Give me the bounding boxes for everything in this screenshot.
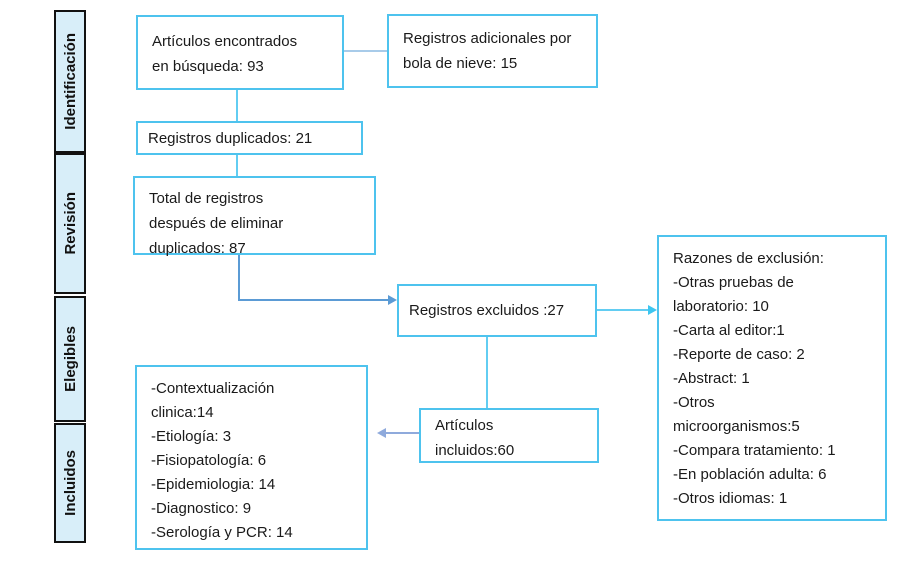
stage-identificacion-label: Identificación [61,33,79,130]
stage-incluidos: Incluidos [54,423,86,543]
connector-duplicates-to-total [236,155,238,176]
box-registros-adicionales: Registros adicionales por bola de nieve:… [387,14,598,88]
stage-identificacion: Identificación [54,10,86,153]
arrowhead-to-excluded-icon [388,295,397,305]
connector-found-to-duplicates [236,90,238,121]
box-articulos-incluidos: Artículos incluidos:60 [419,408,599,463]
stage-incluidos-label: Incluidos [61,450,79,516]
box-temas-incluidos: -Contextualización clinica:14 -Etiología… [135,365,368,550]
connector-total-elbow-vertical [238,255,240,301]
connector-included-to-topics [386,432,419,434]
connector-excluded-to-reasons [597,309,648,311]
stage-revision: Revisión [54,153,86,294]
connector-found-to-additional [344,50,387,52]
box-registros-duplicados: Registros duplicados: 21 [136,121,363,155]
box-total-registros: Total de registros después de eliminar d… [133,176,376,257]
box-registros-excluidos: Registros excluidos :27 [397,284,597,337]
stage-elegibles-label: Elegibles [61,326,79,392]
box-razones-exclusion: Razones de exclusión: -Otras pruebas de … [657,235,887,521]
connector-excluded-to-included [486,337,488,408]
stage-revision-label: Revisión [61,192,79,255]
arrowhead-to-topics-icon [377,428,386,438]
stage-elegibles: Elegibles [54,296,86,422]
arrowhead-to-reasons-icon [648,305,657,315]
box-articulos-encontrados: Artículos encontrados en búsqueda: 93 [136,15,344,90]
connector-total-to-excluded [238,299,388,301]
